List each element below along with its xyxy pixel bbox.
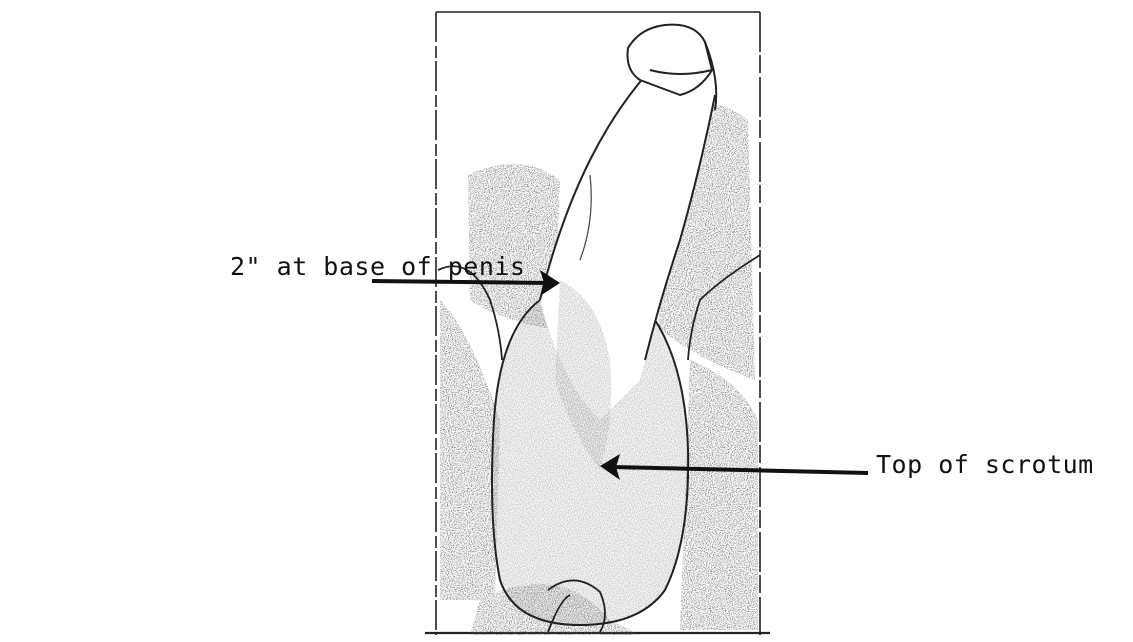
label-base-of-penis: 2" at base of penis [230, 252, 525, 281]
label-top-of-scrotum: Top of scrotum [876, 450, 1094, 479]
